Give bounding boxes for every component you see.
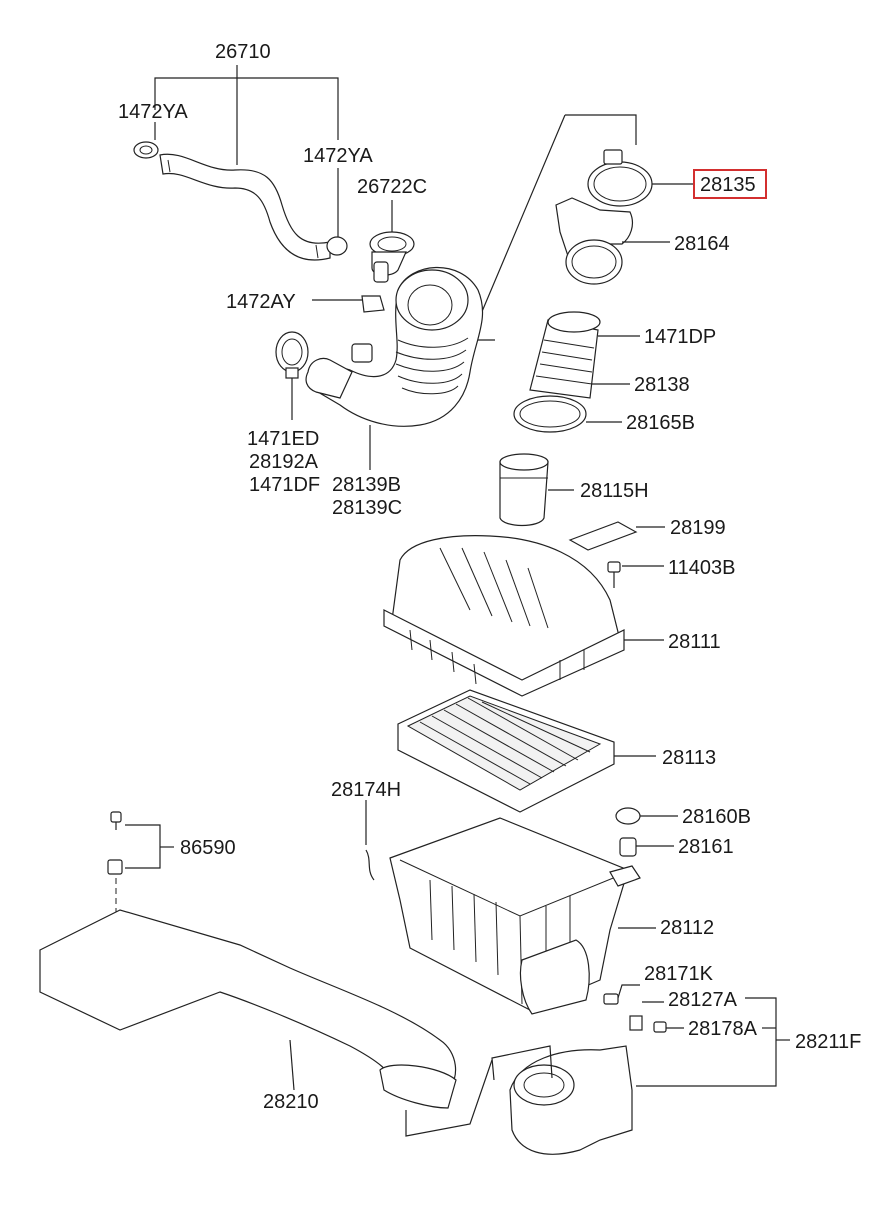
air-cleaner-cover [383,535,664,697]
label-28210: 28210 [263,1091,319,1113]
label-28161: 28161 [678,836,734,858]
label-28178a: 28178A [688,1018,758,1040]
label-26722c: 26722C [357,176,427,198]
label-11403b: 11403B [668,557,735,579]
filter-element [397,689,656,813]
label-28165b: 28165B [626,412,695,434]
label-28174h: 28174H [331,779,401,801]
label-28115h: 28115H [580,480,649,502]
label-28113: 28113 [662,747,716,769]
label-28192a: 28192A [249,451,319,473]
breather-hose-assembly [133,65,415,283]
label-28171k: 28171K [644,963,714,985]
label-1472ya-left: 1472YA [118,101,188,123]
label-86590: 86590 [180,837,236,859]
label-28112: 28112 [660,917,714,939]
label-28211f: 28211F [795,1031,861,1053]
air-cleaner-case [365,800,684,1033]
label-28139b: 28139B [332,474,401,496]
label-1472ya-right: 1472YA [303,145,373,167]
label-28139c: 28139C [332,497,402,519]
label-26710: 26710 [215,41,271,63]
label-1471dp: 1471DP [644,326,716,348]
label-28111: 28111 [668,631,721,653]
label-1471ed: 1471ED [247,428,319,450]
intake-duct-assembly [39,811,493,1137]
label-28160b: 28160B [682,806,751,828]
part-labels: 26710 1472YA 1472YA 26722C 1472AY 1471ED… [118,41,861,1113]
label-28199: 28199 [670,517,726,539]
label-1471df: 1471DF [249,474,320,496]
air-duct-assembly [275,114,637,470]
label-1472ay: 1472AY [226,291,296,313]
label-28135: 28135 [700,174,756,196]
label-28138: 28138 [634,374,690,396]
label-28164: 28164 [674,233,730,255]
maf-sensor-column [499,149,695,551]
highlight-box-28135 [693,169,767,199]
label-28127a: 28127A [668,989,738,1011]
intake-resonator-assembly [491,997,790,1155]
